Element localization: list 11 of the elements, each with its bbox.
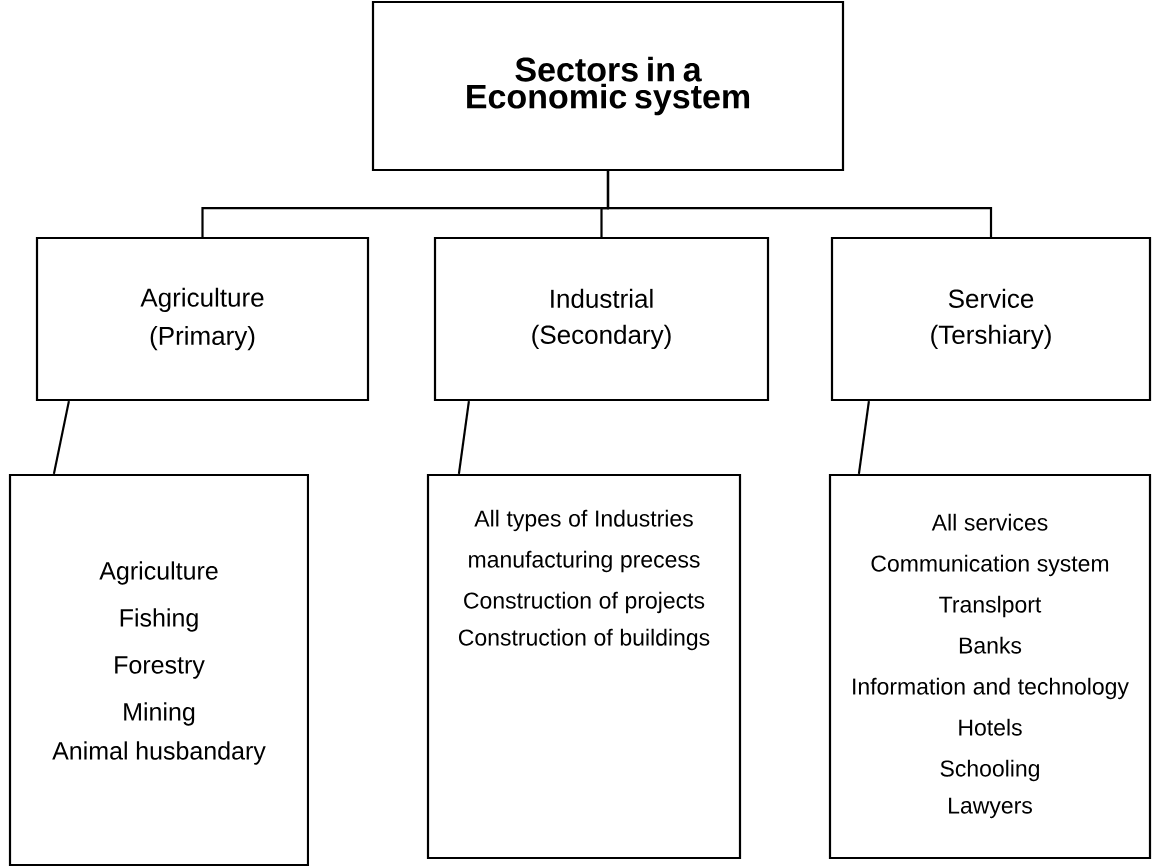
list-box: All types of Industries manufacturing precess Construction of projects Construction of buildings xyxy=(426,473,742,860)
list-box: Agriculture Fishing Forestry Mining Animal husbandary xyxy=(8,473,310,867)
sector-box: Agriculture (Primary) xyxy=(35,236,370,402)
sector-box: Service (Tershiary) xyxy=(830,236,1152,402)
title-box: Sectors in a Economic system xyxy=(371,0,845,172)
sector-box: Industrial (Secondary) xyxy=(433,236,770,402)
connector-line xyxy=(52,400,70,475)
connector-line xyxy=(606,171,993,237)
connector-line xyxy=(457,400,470,475)
connector-line xyxy=(857,400,870,475)
list-box: All services Communication system Translport Banks Information and technology Hotels Schooling Lawyers xyxy=(828,473,1152,860)
